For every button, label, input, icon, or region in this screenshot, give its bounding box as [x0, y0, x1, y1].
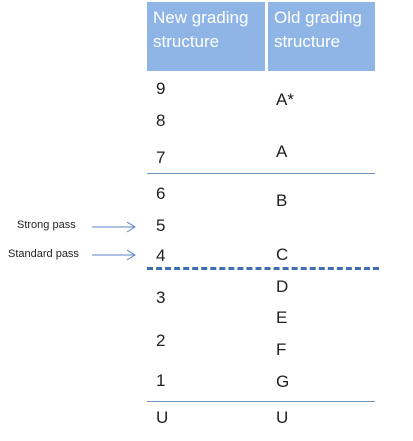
standard-pass-arrow-icon — [92, 249, 136, 261]
old-grade-d: D — [276, 277, 289, 296]
new-grade-9: 9 — [156, 79, 166, 98]
header-old-label: Old grading structure — [274, 8, 362, 51]
strong-pass-label: Strong pass — [17, 219, 76, 231]
new-grade-3: 3 — [156, 288, 166, 307]
standard-pass-label: Standard pass — [8, 248, 79, 260]
header-new-label: New grading structure — [153, 8, 249, 51]
old-grade-u: U — [276, 408, 289, 427]
new-grade-2: 2 — [156, 331, 166, 350]
old-grade-g: G — [276, 372, 290, 391]
new-grade-6: 6 — [156, 184, 166, 203]
header-old-grading: Old grading structure — [268, 2, 375, 71]
new-grade-4: 4 — [156, 246, 166, 265]
old-grade-e: E — [276, 308, 288, 327]
pass-threshold-dashed-line — [147, 267, 379, 270]
divider-line-lower — [147, 401, 375, 402]
new-grade-8: 8 — [156, 111, 166, 130]
new-grade-7: 7 — [156, 148, 166, 167]
new-grade-u: U — [156, 408, 169, 427]
old-grade-f: F — [276, 340, 287, 359]
strong-pass-arrow-icon — [92, 221, 136, 233]
header-new-grading: New grading structure — [147, 2, 265, 71]
old-grade-b: B — [276, 191, 288, 210]
old-grade-a: A — [276, 142, 288, 161]
new-grade-5: 5 — [156, 216, 166, 235]
old-grade-c: C — [276, 245, 289, 264]
divider-line-upper — [147, 173, 375, 174]
new-grade-1: 1 — [156, 371, 166, 390]
old-grade-a-star: A* — [276, 90, 294, 109]
